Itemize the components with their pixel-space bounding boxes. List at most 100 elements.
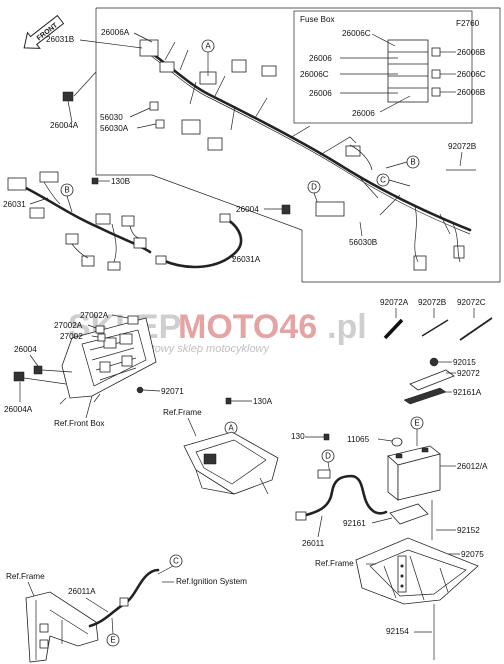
- fuse-box-title: Fuse Box: [300, 15, 335, 24]
- front-box-assembly: [59, 315, 157, 405]
- label-27002A-2: 27002A: [54, 321, 83, 330]
- label-56030: 56030: [100, 113, 123, 122]
- ref-frame-left: Ref.Frame: [6, 572, 45, 581]
- strip-92072C: [459, 317, 493, 341]
- svg-text:A: A: [228, 424, 234, 433]
- label-92072B-top: 92072B: [448, 142, 477, 151]
- label-26011: 26011: [302, 539, 325, 548]
- label-26006-fusebox-4: 26006: [352, 109, 375, 118]
- main-wiring-harness: [139, 39, 472, 271]
- label-26031: 26031: [3, 200, 26, 209]
- callout-E-battery: E: [410, 416, 424, 446]
- bolt-92071: [136, 386, 144, 394]
- watermark-sub: internetowy sklep motocyklowy: [118, 343, 271, 355]
- label-92071: 92071: [161, 387, 184, 396]
- svg-text:A: A: [205, 42, 211, 51]
- harness-connector-a: [139, 39, 159, 57]
- sub-harness-26031: [7, 171, 152, 271]
- label-26004A-left: 26004A: [4, 405, 33, 414]
- label-26006B-right-1: 26006B: [457, 48, 486, 57]
- label-26006C-right-2: 26006C: [457, 70, 486, 79]
- callout-B-top: B: [385, 155, 420, 169]
- ref-frame-right: Ref.Frame: [315, 559, 354, 568]
- label-26004A-top: 26004A: [50, 121, 79, 130]
- fuse-box-body: [387, 39, 429, 103]
- bolt-130B: [91, 177, 99, 185]
- label-26011A: 26011A: [68, 587, 96, 596]
- ref-frame-mid: Ref.Frame: [163, 408, 202, 417]
- callout-D-top: D: [307, 180, 321, 205]
- label-92072B: 92072B: [418, 298, 447, 307]
- label-56030B: 56030B: [349, 238, 378, 247]
- label-26031B: 26031B: [46, 35, 75, 44]
- lead-26011A: [88, 568, 160, 628]
- pad-92161: [389, 503, 429, 525]
- relay-56030B: [315, 201, 345, 217]
- grommet-92015: [429, 357, 439, 367]
- watermark-main-c: .pl: [327, 308, 367, 346]
- label-130A: 130A: [253, 397, 273, 406]
- label-26004-left: 26004: [14, 345, 37, 354]
- label-92161: 92161: [343, 519, 366, 528]
- label-92152: 92152: [457, 526, 480, 535]
- label-130: 130: [291, 432, 305, 441]
- watermark-main-b: MOTO46: [178, 308, 317, 346]
- label-26006-fusebox-3: 26006: [309, 89, 332, 98]
- label-26012A: 26012/A: [457, 462, 488, 471]
- bolt-130A: [225, 397, 232, 405]
- connector-26004A-top: [62, 91, 74, 102]
- label-26006C-fusebox-2: 26006C: [300, 70, 329, 79]
- frame-corner-left: [25, 591, 99, 663]
- battery-tray: [355, 537, 479, 605]
- callout-C-lead: C: [157, 554, 183, 575]
- callout-C-top: C: [376, 173, 411, 187]
- front-arrow: FRONT: [23, 14, 65, 49]
- label-27002A-1: 27002A: [80, 311, 109, 320]
- watermark: SKLEP MOTO46 .pl internetowy sklep motoc…: [68, 308, 367, 355]
- connector-26004-left: [33, 365, 43, 375]
- diagram-id: F2760: [456, 19, 480, 28]
- strip-92072A: [383, 318, 404, 340]
- pad-92161A: [403, 387, 447, 405]
- label-26006B-right-3: 26006B: [457, 88, 486, 97]
- label-130B: 130B: [111, 177, 131, 186]
- svg-text:D: D: [325, 452, 331, 461]
- svg-text:D: D: [311, 183, 317, 192]
- label-92015: 92015: [453, 358, 476, 367]
- cable-26011: [300, 474, 388, 518]
- label-92072C: 92072C: [457, 298, 486, 307]
- callout-A-top: A: [201, 39, 215, 76]
- connector-26004-mid: [281, 204, 291, 215]
- label-26006-fusebox-1: 26006: [309, 54, 332, 63]
- battery-26012A: [387, 445, 441, 501]
- ref-front-box: Ref.Front Box: [54, 419, 105, 428]
- connector-26004A-left: [13, 371, 25, 382]
- ref-ignition-system: Ref.Ignition System: [176, 577, 247, 586]
- svg-text:E: E: [110, 636, 115, 645]
- label-27002: 27002: [60, 332, 83, 341]
- label-26004-mid: 26004: [236, 205, 259, 214]
- svg-text:E: E: [414, 419, 419, 428]
- callout-D-cable: D: [321, 449, 335, 475]
- callout-B-left: B: [60, 183, 74, 213]
- label-26006A: 26006A: [101, 28, 130, 37]
- strap-92072: [409, 369, 455, 391]
- frame-bracket-mid: [183, 431, 279, 495]
- svg-text:C: C: [173, 557, 179, 566]
- label-92154: 92154: [386, 627, 409, 636]
- svg-text:C: C: [380, 176, 386, 185]
- label-92075: 92075: [461, 550, 484, 559]
- label-26006C-fusebox: 26006C: [342, 29, 371, 38]
- cap-11065: [391, 437, 403, 447]
- label-92161A: 92161A: [453, 388, 482, 397]
- svg-text:B: B: [410, 158, 415, 167]
- label-26031A: 26031A: [232, 255, 261, 264]
- svg-text:B: B: [64, 186, 69, 195]
- callout-E-lead: E: [106, 617, 120, 647]
- bolt-130: [323, 433, 330, 441]
- strip-92072B: [421, 319, 449, 337]
- fuse-box-inset: Fuse Box: [293, 10, 473, 124]
- label-92072A: 92072A: [380, 298, 409, 307]
- lead-26031A: [155, 213, 243, 269]
